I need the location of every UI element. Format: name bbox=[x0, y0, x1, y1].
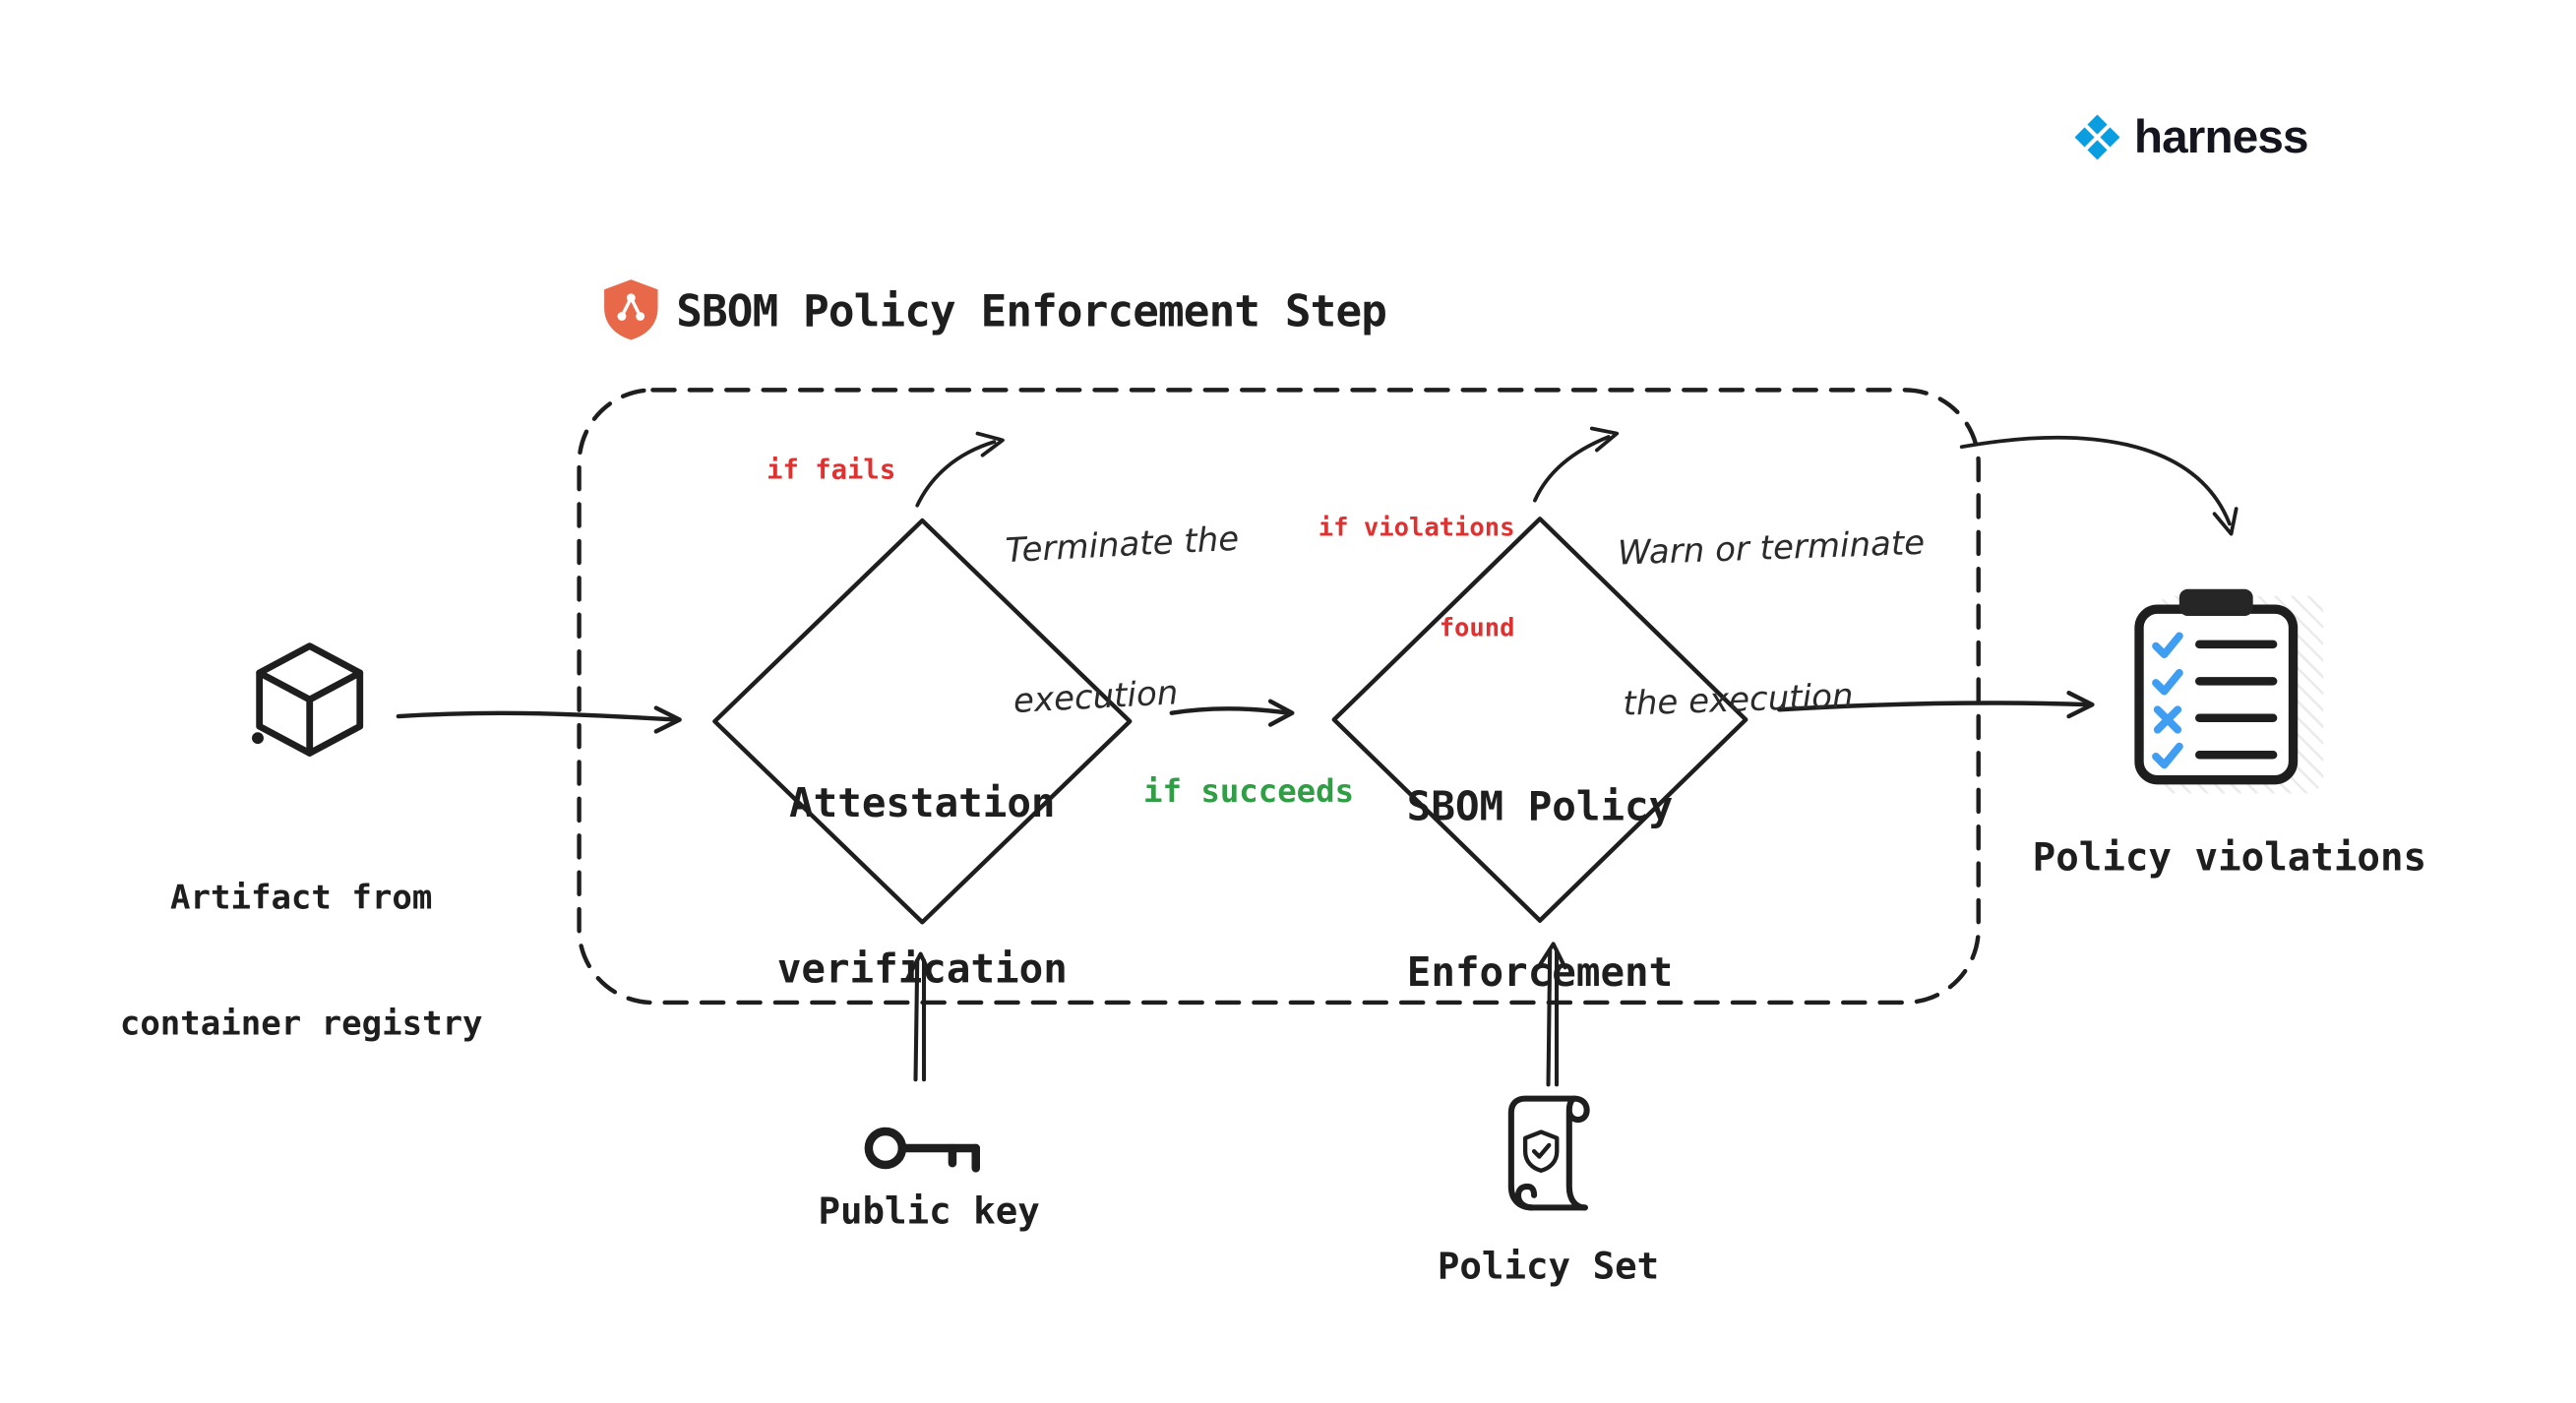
terminate-execution-note: Terminate the execution bbox=[1004, 518, 1241, 721]
arrow-warn-to-violations bbox=[1959, 435, 2239, 536]
clipboard-lines bbox=[2195, 640, 2278, 760]
arrow-policyset-to-sbom bbox=[1536, 942, 1567, 1087]
public-key-icon bbox=[864, 1127, 980, 1173]
attestation-verification-label: Attestation verification bbox=[776, 779, 1068, 993]
policy-set-scroll-icon bbox=[1507, 1095, 1590, 1211]
attestation-verification-diamond bbox=[712, 518, 1133, 925]
arrow-attestation-to-sbom bbox=[1169, 699, 1295, 727]
sbom-policy-enforcement-label: SBOM Policy Enforcement bbox=[1406, 783, 1674, 997]
policy-violations-label: Policy violations bbox=[2032, 836, 2427, 881]
arrow-artifact-to-attestation bbox=[396, 705, 682, 734]
clipboard-checks bbox=[2152, 632, 2183, 769]
arrow-if-violations bbox=[1533, 426, 1620, 503]
enforcement-step-boundary bbox=[577, 388, 1981, 1006]
sbom-policy-enforcement-diamond bbox=[1331, 517, 1748, 923]
artifact-cube-icon bbox=[252, 642, 364, 757]
arrow-sbom-to-violations bbox=[1777, 691, 2095, 719]
policy-set-label: Policy Set bbox=[1437, 1247, 1660, 1289]
arrow-if-fails bbox=[915, 431, 1005, 508]
public-key-label: Public key bbox=[818, 1191, 1040, 1234]
arrow-publickey-to-attestation bbox=[904, 951, 935, 1082]
policy-violations-clipboard-icon bbox=[2134, 588, 2299, 785]
harness-logo: harness bbox=[2072, 110, 2309, 163]
if-succeeds-label: if succeeds bbox=[1142, 772, 1355, 811]
harness-logo-text: harness bbox=[2133, 110, 2309, 163]
artifact-label: Artifact from container registry bbox=[119, 877, 483, 1043]
if-violations-found-label: if violations found bbox=[1318, 512, 1515, 643]
sbom-shield-icon bbox=[602, 277, 659, 341]
if-fails-label: if fails bbox=[767, 454, 896, 486]
diagram-title: SBOM Policy Enforcement Step bbox=[676, 287, 1387, 338]
warn-or-terminate-note: Warn or terminate the execution bbox=[1617, 521, 1926, 724]
harness-logo-icon bbox=[2074, 114, 2120, 160]
